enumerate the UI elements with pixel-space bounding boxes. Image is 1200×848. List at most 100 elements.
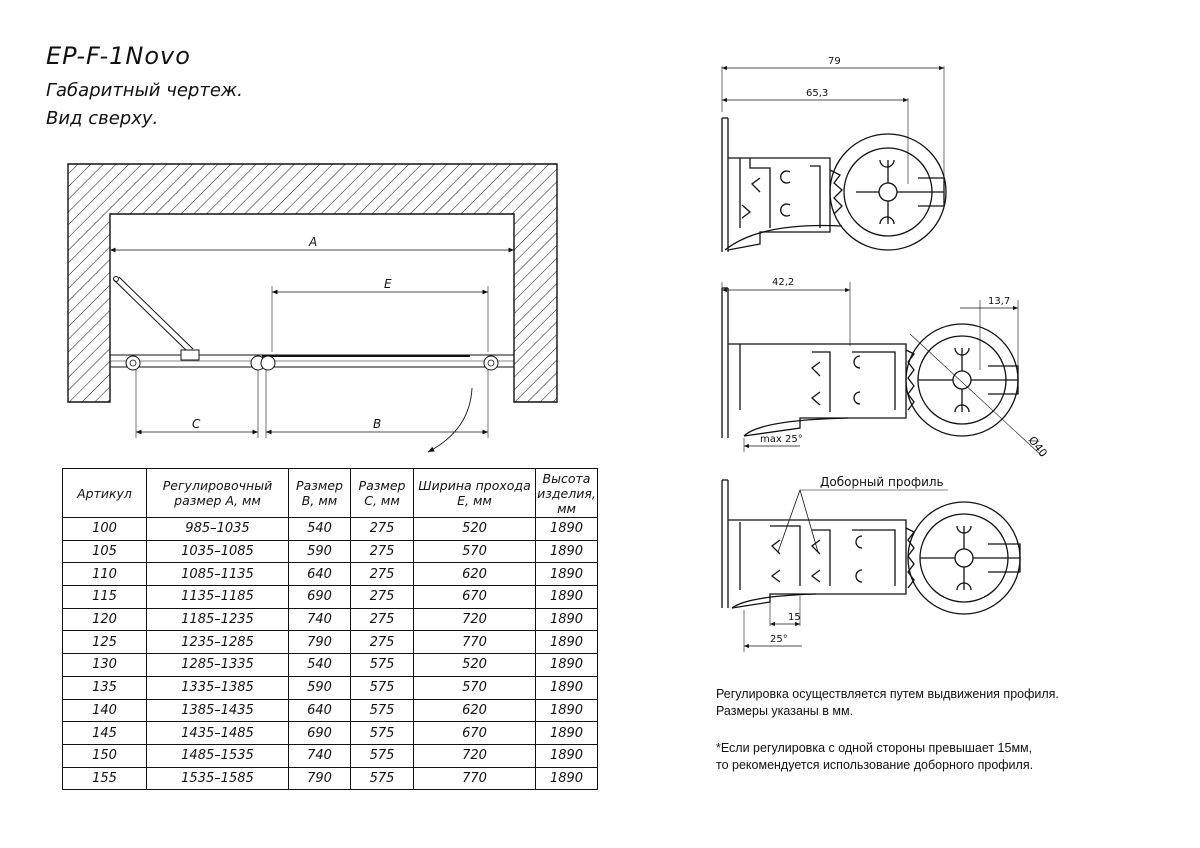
profile1-round-body	[829, 133, 947, 251]
table-cell: 140	[62, 698, 147, 723]
dim-65-3: 65,3	[806, 88, 828, 99]
note-line: Размеры указаны в мм.	[716, 704, 854, 718]
table-cell: 1890	[535, 539, 598, 564]
table-cell: 100	[62, 517, 147, 541]
table-cell: 690	[288, 721, 351, 745]
table-cell: 1535–1585	[146, 766, 289, 791]
spec-table: Артикул Регулировочный размер А, мм Разм…	[62, 468, 598, 791]
dim-label-a: A	[308, 235, 317, 249]
table-cell: 1185–1235	[146, 607, 289, 632]
profile-section-1	[721, 65, 947, 252]
dim-25: 25°	[770, 634, 788, 645]
table-cell: 1890	[535, 721, 598, 745]
table-cell: 720	[413, 607, 536, 632]
table-cell: 1890	[535, 743, 598, 768]
profile-section-3	[721, 479, 1021, 652]
table-cell: 105	[62, 539, 147, 564]
table-cell: 1890	[535, 766, 598, 791]
dim-diameter-40: Ø40	[1026, 434, 1050, 460]
dim-15: 15	[788, 612, 801, 623]
table-cell: 740	[288, 607, 351, 632]
dim-79: 79	[828, 56, 841, 67]
swing-arc	[427, 387, 473, 453]
roller-left	[125, 355, 141, 371]
table-cell: 620	[413, 698, 536, 723]
table-cell: 770	[413, 766, 536, 791]
table-cell: 690	[288, 585, 351, 609]
table-cell: 1085–1135	[146, 562, 289, 587]
table-cell: 130	[62, 653, 147, 677]
note-line: *Если регулировка с одной стороны превыш…	[716, 741, 1033, 755]
dim-42-2: 42,2	[772, 277, 794, 288]
table-cell: 1890	[535, 675, 598, 700]
dim-max-25: max 25°	[760, 434, 803, 445]
table-cell: 985–1035	[146, 517, 289, 541]
table-cell: 110	[62, 562, 147, 587]
handle	[180, 349, 200, 361]
table-cell: 720	[413, 743, 536, 768]
table-cell: 115	[62, 585, 147, 609]
table-cell: 1890	[535, 585, 598, 609]
table-cell: 575	[350, 675, 414, 700]
table-cell: 590	[288, 675, 351, 700]
plan-view: A E C B	[67, 163, 558, 453]
table-cell: 1890	[535, 698, 598, 723]
table-cell: 1890	[535, 562, 598, 587]
table-cell: 520	[413, 517, 536, 541]
table-cell: 1285–1335	[146, 653, 289, 677]
table-cell: 1890	[535, 630, 598, 655]
table-cell: 145	[62, 721, 147, 745]
model-title: EP-F-1Novo	[46, 42, 191, 70]
table-cell: 670	[413, 585, 536, 609]
table-cell: 1335–1385	[146, 675, 289, 700]
dim-label-b: B	[373, 417, 381, 431]
table-header-row: Артикул Регулировочный размер А, мм Разм…	[62, 468, 598, 518]
table-cell: 1435–1485	[146, 721, 289, 745]
table-cell: 135	[62, 675, 147, 700]
table-cell: 540	[288, 517, 351, 541]
extra-profile-label: Доборный профиль	[820, 475, 944, 489]
table-cell: 125	[62, 630, 147, 655]
table-cell: 1385–1435	[146, 698, 289, 723]
note-adjustment: Регулировка осуществляется путем выдвиже…	[716, 686, 1059, 720]
dim-label-e: E	[384, 277, 392, 291]
table-cell: 1485–1535	[146, 743, 289, 768]
table-cell: 1890	[535, 607, 598, 632]
table-cell: 575	[350, 743, 414, 768]
table-cell: 1890	[535, 653, 598, 677]
table-cell: 275	[350, 539, 414, 564]
table-cell: 1135–1185	[146, 585, 289, 609]
table-cell: 1890	[535, 517, 598, 541]
table-cell: 620	[413, 562, 536, 587]
table-cell: 570	[413, 539, 536, 564]
table-cell: 520	[413, 653, 536, 677]
table-cell: 275	[350, 607, 414, 632]
table-cell: 790	[288, 766, 351, 791]
table-cell: 770	[413, 630, 536, 655]
table-cell: 790	[288, 630, 351, 655]
table-cell: 120	[62, 607, 147, 632]
hinged-leaf	[113, 279, 189, 353]
dim-13-7: 13,7	[988, 296, 1010, 307]
table-cell: 575	[350, 721, 414, 745]
table-cell: 540	[288, 653, 351, 677]
table-cell: 1035–1085	[146, 539, 289, 564]
table-cell: 155	[62, 766, 147, 791]
header-passage-e: Ширина прохода Е, мм	[413, 468, 536, 518]
header-article: Артикул	[62, 468, 147, 518]
table-cell: 670	[413, 721, 536, 745]
header-adjust-size-a: Регулировочный размер А, мм	[146, 468, 289, 518]
